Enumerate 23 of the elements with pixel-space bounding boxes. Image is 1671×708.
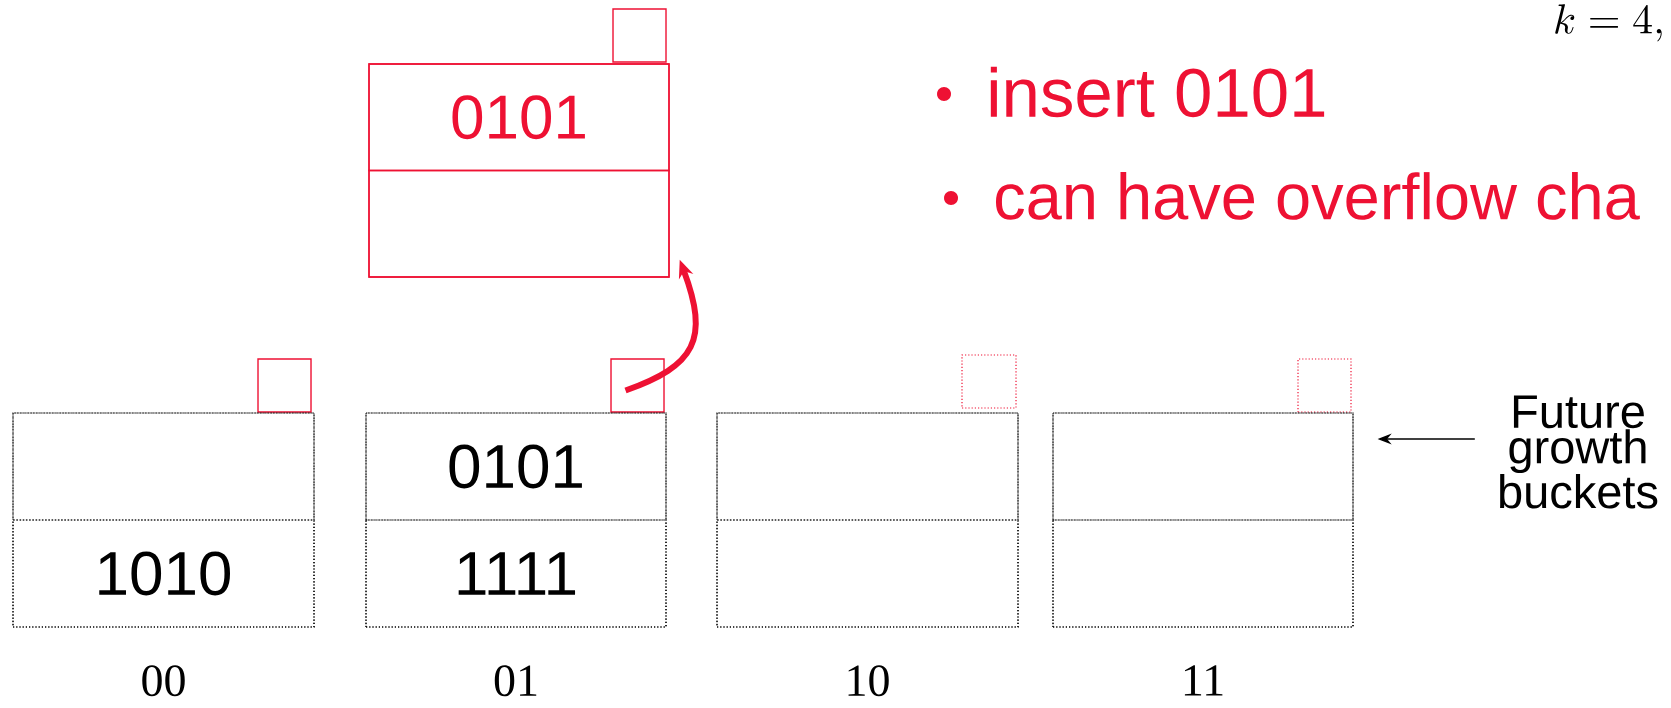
slot: 0101: [365, 412, 667, 521]
slot: [1052, 519, 1354, 628]
bucket-number: 10: [848, 665, 889, 697]
pointer-square: [257, 358, 312, 413]
slot: [368, 169, 670, 278]
slot: 1010: [12, 519, 315, 628]
slot: [12, 412, 315, 521]
pointer-square: [961, 354, 1017, 409]
slot: 0101: [368, 63, 670, 172]
pointer-square: [1297, 358, 1352, 413]
slot: [716, 412, 1019, 521]
pointer-square: [610, 358, 665, 413]
bullet-text: insert 0101: [990, 66, 1325, 118]
bucket-number: 00: [142, 665, 185, 697]
bucket-number: 01: [494, 665, 537, 697]
slot: 1111: [365, 519, 667, 628]
bullet-text: can have overflow cha: [995, 172, 1640, 220]
note-text: Future growth buckets: [1500, 395, 1658, 509]
slot: [1052, 412, 1354, 521]
bucket-number: 11: [1184, 665, 1223, 696]
slot: [716, 519, 1019, 628]
pointer-square: [612, 8, 667, 63]
parameter-formula: $k = 4,$: [1555, 4, 1662, 42]
